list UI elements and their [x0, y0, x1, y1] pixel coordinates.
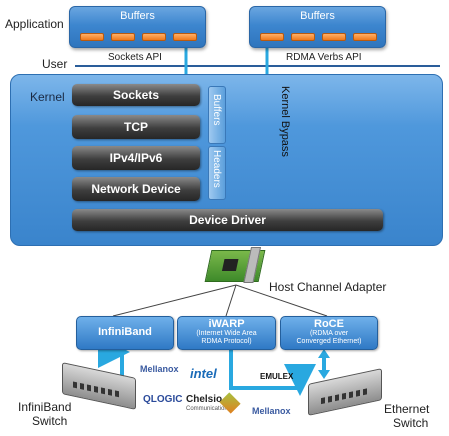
chip-icon — [221, 259, 239, 271]
app-buffers-box-left: Buffers — [69, 6, 206, 48]
buffer-block — [322, 33, 346, 41]
iwarp-card-title: iWARP — [208, 318, 245, 330]
qlogic-logo: QLOGIC — [143, 394, 183, 405]
roce-card: RoCE (RDMA over Converged Ethernet) — [280, 316, 378, 350]
host-channel-adapter-label: Host Channel Adapter — [269, 280, 387, 294]
app-buffers-box-right: Buffers — [249, 6, 386, 48]
iwarp-card-subtitle-1: (Internet Wide Area — [196, 330, 257, 337]
buffers-vertical-label: Buffers — [211, 94, 222, 126]
switch-ports-icon — [321, 388, 367, 405]
iwarp-card-subtitle-2: RDMA Protocol) — [201, 338, 252, 345]
rdma-verbs-api-label: RDMA Verbs API — [286, 52, 362, 63]
sockets-api-label: Sockets API — [108, 52, 162, 63]
buffer-block — [260, 33, 284, 41]
chelsio-sub-logo: Communications — [186, 406, 231, 412]
infiniband-card-title: InfiniBand — [98, 326, 152, 338]
ethernet-switch-label-2: Switch — [393, 416, 429, 430]
host-channel-adapter-icon — [204, 247, 266, 283]
headers-vertical-label: Headers — [211, 150, 222, 188]
iwarp-card: iWARP (Internet Wide Area RDMA Protocol) — [177, 316, 276, 350]
buffer-block — [142, 33, 166, 41]
device-driver-layer: Device Driver — [72, 209, 383, 231]
buffer-block — [353, 33, 377, 41]
intel-logo: intel — [190, 366, 217, 381]
roce-card-title: RoCE — [314, 318, 344, 330]
kernel-bypass-label: Kernel Bypass — [279, 86, 291, 157]
ethernet-switch-label-1: Ethernet — [384, 402, 430, 416]
infiniband-card: InfiniBand — [76, 316, 174, 350]
infiniband-switch-label-2: Switch — [32, 414, 68, 428]
application-label: Application — [5, 17, 64, 31]
tcp-layer: TCP — [72, 115, 200, 139]
buffers-vertical-box — [208, 86, 226, 144]
sockets-layer: Sockets — [72, 84, 200, 106]
chelsio-logo: Chelsio — [186, 394, 223, 405]
roce-card-subtitle-1: (RDMA over — [309, 330, 349, 337]
network-device-layer: Network Device — [72, 177, 200, 201]
headers-vertical-box — [208, 146, 226, 200]
user-label: User — [42, 57, 68, 71]
iwarp-ethernet-arrow — [229, 350, 316, 396]
buffer-block — [111, 33, 135, 41]
ip-layer: IPv4/IPv6 — [72, 146, 200, 170]
buffer-block — [291, 33, 315, 41]
buffer-block — [173, 33, 197, 41]
kernel-label: Kernel — [30, 90, 65, 104]
emulex-logo: EMULEX — [260, 372, 294, 381]
switch-ports-icon — [73, 381, 119, 398]
mellanox-logo: Mellanox — [140, 364, 179, 374]
app-buffers-title-right: Buffers — [300, 10, 335, 22]
infiniband-switch-label-1: InfiniBand — [18, 400, 72, 414]
mellanox-logo-2: Mellanox — [252, 406, 291, 416]
roce-card-subtitle-2: Converged Ethernet) — [296, 338, 362, 345]
buffer-block — [80, 33, 104, 41]
bracket-icon — [243, 247, 262, 283]
app-buffers-title-left: Buffers — [120, 10, 155, 22]
